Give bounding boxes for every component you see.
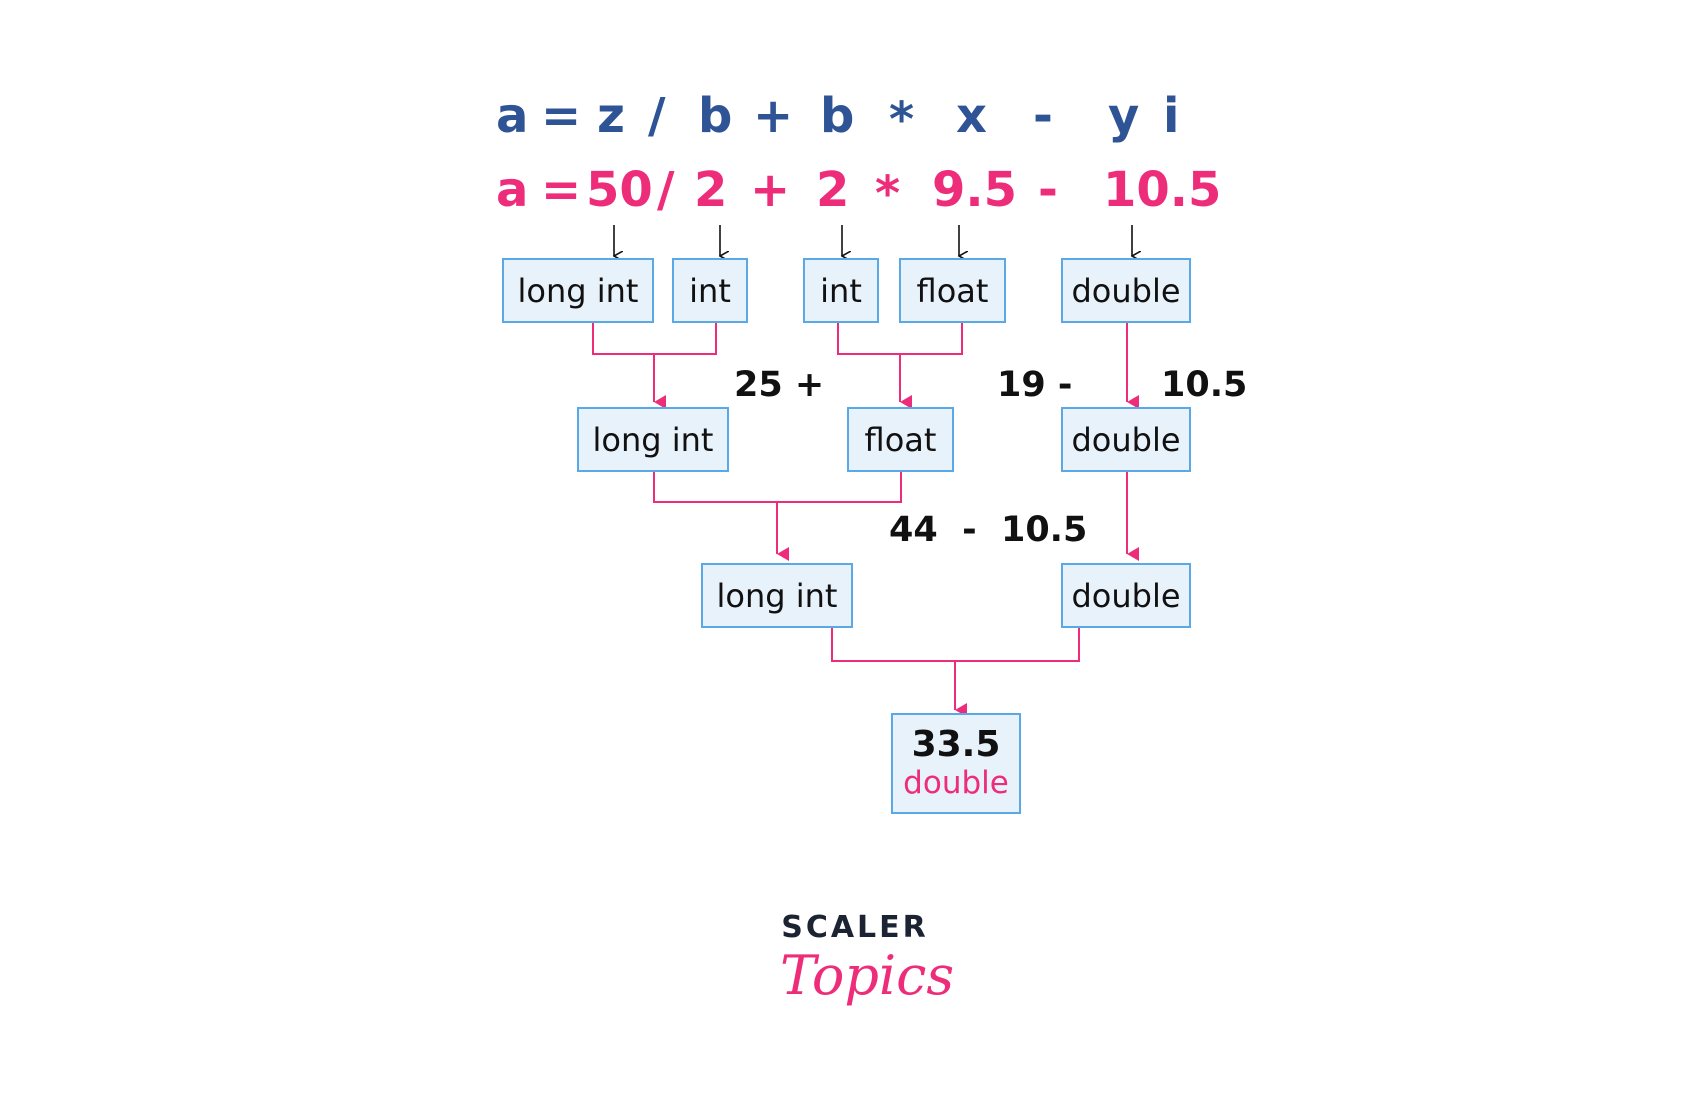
connector-longint-int [592,323,717,355]
expr-val-minus: - [1038,162,1058,218]
expr-val-2b: 2 [816,162,850,218]
type-box-long-int-2: long int [577,407,729,472]
result-value: 33.5 [911,724,1001,766]
logo-scaler-text: SCALER [781,910,929,945]
expr-val-9-5: 9.5 [932,162,1018,218]
type-box-float-1: float [899,258,1006,323]
expr-val-eq: = [541,162,582,218]
result-type: double [903,764,1009,801]
expr-var-y: y [1108,88,1140,144]
expr-var-x: x [956,88,987,144]
type-box-float-2: float [847,407,954,472]
expr-val-2a: 2 [694,162,728,218]
connector-int-float [837,323,963,355]
mid-label-25-plus: 25 + [734,365,825,405]
type-box-long-int-1: long int [502,258,654,323]
connector-longint-float [653,472,902,503]
result-box: 33.5 double [891,713,1021,814]
expr-var-mul: * [889,92,915,148]
mid-label-10-5: 10.5 [1161,365,1248,405]
type-box-int-1: int [672,258,748,323]
expr-var-a: a [496,88,529,144]
expr-val-50: 50 [586,162,653,218]
expr-var-div: / [648,88,666,144]
expr-var-eq: = [541,88,582,144]
expr-val-a: a [496,162,529,218]
expr-val-mul: * [875,166,901,222]
expr-val-plus: + [750,162,791,218]
mid-label-44-minus-10-5: 44 - 10.5 [889,510,1088,550]
type-box-double-3: double [1061,563,1191,628]
type-box-long-int-3: long int [701,563,853,628]
expr-val-div: / [657,162,675,218]
expr-var-b1: b [698,88,733,144]
expr-var-plus: + [753,88,794,144]
mid-label-19-minus: 19 - [997,365,1073,405]
type-box-int-2: int [803,258,879,323]
type-box-double-2: double [1061,407,1191,472]
scaler-topics-logo: SCALER Topics [780,910,955,1030]
type-box-double-1: double [1061,258,1191,323]
expr-var-b2: b [820,88,855,144]
connector-longint-double [831,628,1080,662]
logo-topics-text: Topics [780,944,955,1007]
expr-var-z: z [597,88,625,144]
expr-val-10-5: 10.5 [1103,162,1222,218]
expr-var-i: i [1163,88,1180,144]
expr-var-minus: - [1033,88,1053,144]
